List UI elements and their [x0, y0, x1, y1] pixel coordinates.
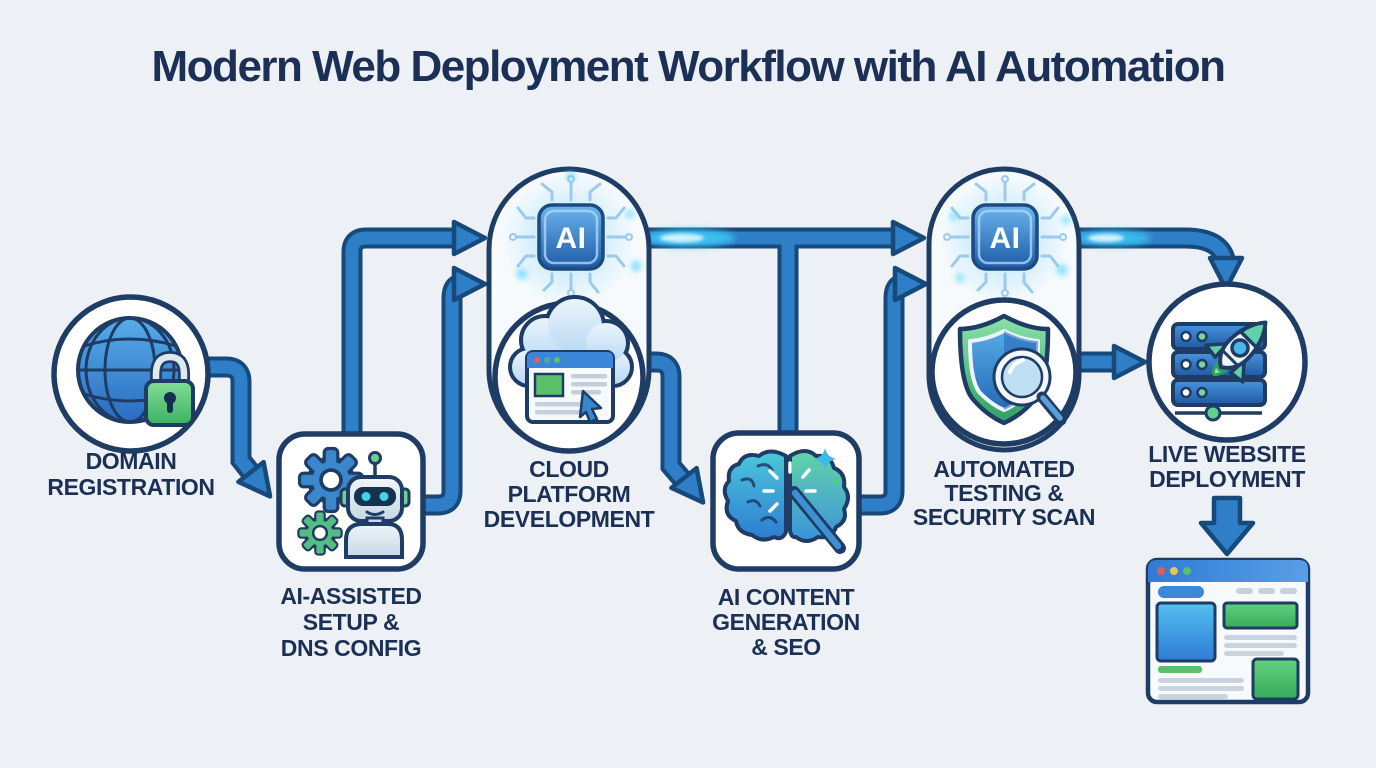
svg-text:DNS CONFIG: DNS CONFIG: [281, 635, 421, 661]
server-rocket-icon: [1171, 320, 1268, 422]
arrow-cloud-to-testing: [645, 219, 927, 432]
svg-text:& SEO: & SEO: [751, 634, 821, 660]
node-label-ai-content-generation: AI CONTENT GENERATION & SEO: [712, 584, 860, 660]
node-ai-content-generation: AI CONTENT GENERATION & SEO: [710, 430, 862, 660]
node-website-preview: [1145, 557, 1311, 705]
svg-text:REGISTRATION: REGISTRATION: [47, 474, 214, 500]
node-label-ai-assisted-setup: AI-ASSISTED SETUP & DNS CONFIG: [280, 583, 422, 661]
node-cloud-platform-development: AI: [484, 166, 655, 532]
ai-chip-label: AI: [556, 222, 587, 255]
window-dot-red: [1157, 567, 1165, 575]
arrow-testing-to-live-top: [1075, 227, 1245, 292]
svg-text:GENERATION: GENERATION: [712, 609, 860, 635]
node-label-automated-testing: AUTOMATED TESTING & SECURITY SCAN: [913, 456, 1096, 530]
svg-text:DEVELOPMENT: DEVELOPMENT: [484, 506, 655, 532]
globe-lock-icon: [76, 316, 195, 427]
svg-text:AI-ASSISTED: AI-ASSISTED: [280, 583, 421, 609]
svg-text:TESTING &: TESTING &: [944, 480, 1063, 506]
brain-magic-wand-icon: [722, 448, 850, 554]
ai-chip-icon: AI: [943, 175, 1070, 297]
ai-chip-icon: AI: [509, 172, 641, 297]
svg-text:SECURITY SCAN: SECURITY SCAN: [913, 504, 1095, 530]
arrow-setup-to-cloud-side: [421, 265, 488, 516]
ai-chip-label: AI: [990, 222, 1021, 255]
flow-arrows: [203, 219, 1256, 557]
svg-text:DOMAIN: DOMAIN: [86, 448, 177, 474]
svg-text:PLATFORM: PLATFORM: [508, 481, 631, 507]
arrow-setup-to-cloud-top: [341, 219, 488, 436]
arrow-domain-to-setup: [203, 356, 273, 499]
window-dot-yellow: [1170, 567, 1178, 575]
gear-icon: [297, 510, 343, 556]
node-label-domain-registration: DOMAIN REGISTRATION: [47, 448, 215, 500]
svg-text:CLOUD: CLOUD: [529, 456, 609, 482]
browser-window-icon: [1148, 560, 1308, 701]
node-domain-registration: DOMAIN REGISTRATION: [47, 294, 215, 500]
arrow-testing-to-live-side: [1080, 343, 1148, 381]
robot-gears-icon: [297, 446, 411, 559]
arrow-cloud-to-content: [640, 351, 706, 505]
svg-text:AUTOMATED: AUTOMATED: [933, 456, 1074, 482]
node-label-cloud-platform: CLOUD PLATFORM DEVELOPMENT: [484, 456, 655, 532]
svg-text:DEPLOYMENT: DEPLOYMENT: [1149, 466, 1305, 492]
page-title: Modern Web Deployment Workflow with AI A…: [151, 42, 1226, 91]
node-automated-testing: AI AUTOMATED TESTING & SECURITY SCAN: [913, 166, 1096, 530]
node-label-live-website-deployment: LIVE WEBSITE DEPLOYMENT: [1148, 441, 1306, 492]
arrow-content-to-testing: [857, 265, 929, 516]
node-live-website-deployment: LIVE WEBSITE DEPLOYMENT: [1146, 281, 1308, 492]
shield-magnifier-icon: [957, 313, 1067, 426]
arrow-live-to-preview: [1198, 495, 1256, 557]
node-ai-assisted-setup: AI-ASSISTED SETUP & DNS CONFIG: [276, 431, 426, 661]
cloud-browser-icon: [508, 295, 634, 424]
svg-text:LIVE WEBSITE: LIVE WEBSITE: [1148, 441, 1306, 467]
window-dot-green: [1183, 567, 1191, 575]
svg-text:SETUP &: SETUP &: [303, 609, 399, 635]
svg-text:AI CONTENT: AI CONTENT: [718, 584, 855, 610]
